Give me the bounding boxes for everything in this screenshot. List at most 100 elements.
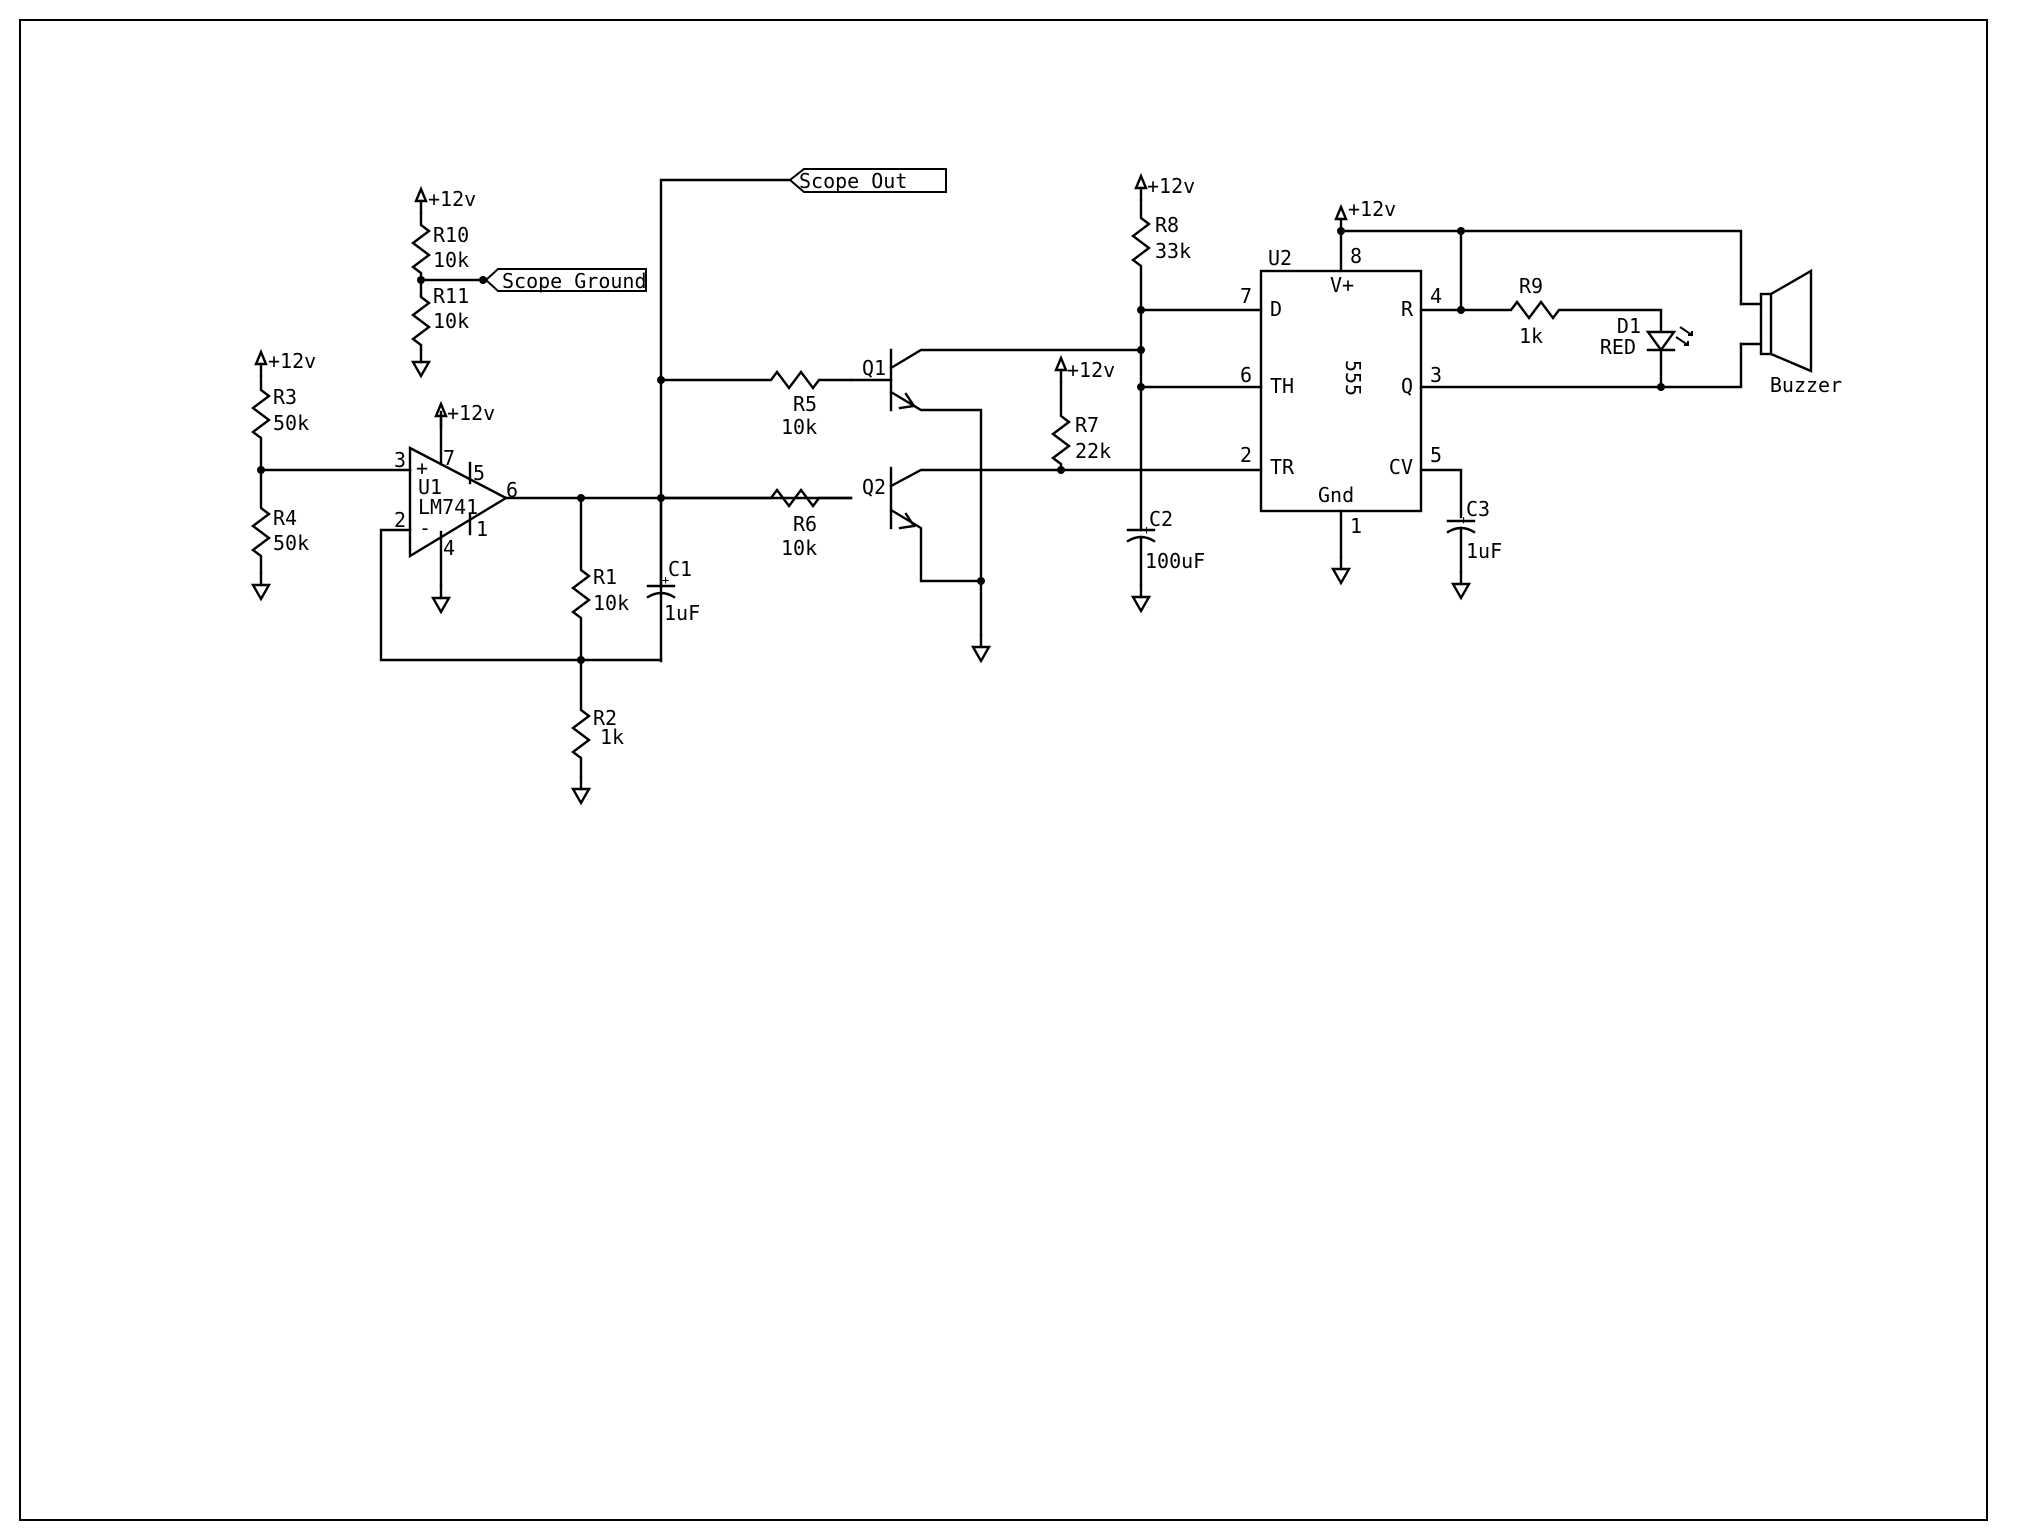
feedback-network: [571, 496, 676, 805]
buzzer-label: Buzzer: [1770, 373, 1842, 397]
input-divider: [251, 350, 412, 601]
opamp-minus: -: [419, 516, 431, 540]
timer-part: 555: [1341, 360, 1365, 396]
output-stage: [1337, 227, 1743, 391]
supply-label: +12v: [268, 349, 316, 373]
ground-icon: [571, 775, 591, 805]
resistor-ref: R3: [273, 385, 297, 409]
pin-number: 2: [394, 508, 406, 532]
resistor-ref: R5: [793, 392, 817, 416]
pin-number: 4: [443, 536, 455, 560]
led-value: RED: [1600, 335, 1636, 359]
resistor-value: 33k: [1155, 239, 1191, 263]
resistor-value: 1k: [1519, 324, 1543, 348]
opamp-plus: +: [416, 456, 428, 480]
pin-name-r: R: [1401, 297, 1414, 321]
pin-number: 8: [1350, 244, 1362, 268]
pin-number: 5: [473, 461, 485, 485]
sheet-border: [19, 19, 1988, 1521]
buzzer-speaker-icon: [1739, 268, 1813, 373]
pin-number: 7: [443, 446, 455, 470]
transistor-ref: Q2: [862, 475, 886, 499]
resistor-value: 10k: [781, 536, 817, 560]
capacitor-polarity: +: [1460, 513, 1467, 527]
pin-number: 6: [1240, 363, 1252, 387]
resistor-ref: R8: [1155, 213, 1179, 237]
supply-label: +12v: [1067, 358, 1115, 382]
ground-icon: [431, 584, 451, 614]
capacitor-ref: C2: [1149, 507, 1173, 531]
scope-ground-divider: [411, 187, 488, 378]
opamp-ref: U1: [418, 475, 442, 499]
resistor-value: 10k: [433, 309, 469, 333]
timer-ref: U2: [1268, 246, 1292, 270]
pin-name-d: D: [1270, 297, 1282, 321]
net-label-text: Scope Out: [799, 169, 907, 193]
opamp-part: LM741: [418, 495, 478, 519]
ground-icon: [411, 348, 431, 378]
pin-number: 2: [1240, 443, 1252, 467]
vcc-symbol: [434, 402, 448, 430]
net-label-text: Scope Ground: [502, 269, 647, 293]
opamp-u1: [379, 402, 853, 662]
capacitor-polarity: +: [662, 573, 669, 587]
led-d1: [1645, 326, 1693, 353]
resistor-value: 10k: [433, 248, 469, 272]
ground-icon: [971, 633, 991, 663]
pin-name-vplus: V+: [1330, 273, 1354, 297]
pin-number: 4: [1430, 284, 1442, 308]
resistor-ref: R11: [433, 284, 469, 308]
transistor-q2: [889, 466, 1263, 663]
capacitor-ref: C3: [1466, 497, 1490, 521]
net-label-scope-ground: [484, 268, 647, 292]
pin-name-gnd: Gnd: [1318, 483, 1354, 507]
pin-number: 7: [1240, 284, 1252, 308]
capacitor-value: 1uF: [664, 601, 700, 625]
pin-number: 3: [394, 448, 406, 472]
resistor-ref: R4: [273, 506, 297, 530]
capacitor-ref: C1: [668, 557, 692, 581]
pin-name-tr: TR: [1270, 455, 1295, 479]
resistor-ref: R6: [793, 512, 817, 536]
pin-name-cv: CV: [1389, 455, 1413, 479]
pin-number: 5: [1430, 443, 1442, 467]
capacitor-polarity: +: [1143, 523, 1150, 537]
ground-icon: [251, 571, 271, 601]
capacitor-value: 1uF: [1466, 539, 1502, 563]
pin-name-th: TH: [1270, 374, 1294, 398]
ground-icon: [1451, 570, 1471, 600]
capacitor-value: 100uF: [1145, 549, 1205, 573]
led-ref: D1: [1617, 314, 1641, 338]
vcc-symbol: [1054, 356, 1068, 384]
ground-icon: [1331, 555, 1351, 585]
resistor-value: 1k: [600, 725, 624, 749]
resistor-ref: R10: [433, 223, 469, 247]
resistor-ref: R9: [1519, 274, 1543, 298]
pin-name-q: Q: [1401, 374, 1413, 398]
vcc-symbol: [254, 350, 268, 378]
vcc-symbol: [1134, 174, 1148, 202]
resistor-value: 10k: [593, 591, 629, 615]
pin-number: 6: [506, 478, 518, 502]
pin-number: 1: [476, 517, 488, 541]
resistor-value: 10k: [781, 415, 817, 439]
supply-label: +12v: [1147, 174, 1195, 198]
timer-u2: [1259, 205, 1476, 600]
base-resistors: [657, 370, 853, 508]
resistor-ref: R1: [593, 565, 617, 589]
resistor-ref: R2: [593, 706, 617, 730]
transistor-q1: [849, 348, 1143, 583]
pin-number: 1: [1350, 514, 1362, 538]
pin-number: 3: [1430, 363, 1442, 387]
supply-label: +12v: [447, 401, 495, 425]
resistor-value: 50k: [273, 411, 309, 435]
resistor-value: 50k: [273, 531, 309, 555]
transistor-ref: Q1: [862, 356, 886, 380]
resistor-ref: R7: [1075, 413, 1099, 437]
resistor-value: 22k: [1075, 439, 1111, 463]
supply-label: +12v: [1348, 197, 1396, 221]
timing-network: [1051, 174, 1263, 613]
vcc-symbol: [414, 187, 428, 215]
supply-label: +12v: [428, 187, 476, 211]
